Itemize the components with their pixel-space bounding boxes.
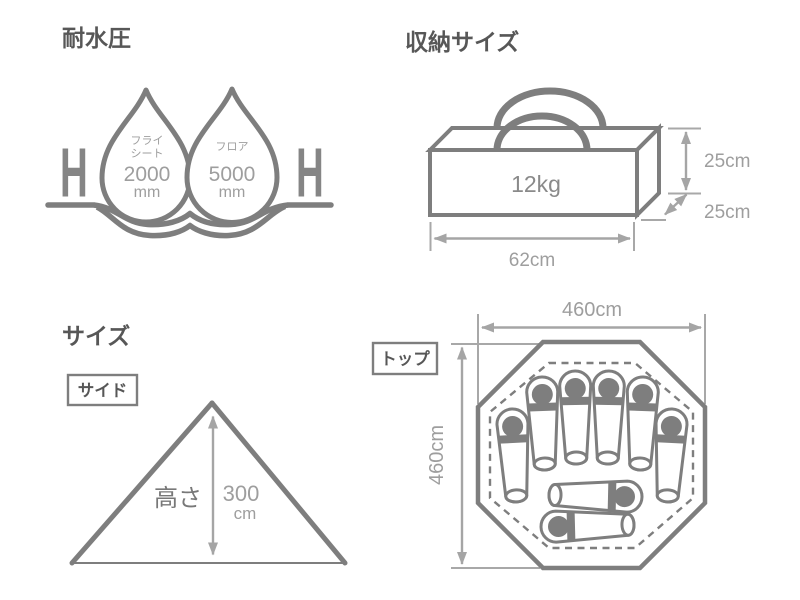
bag-handle-back	[493, 87, 607, 129]
surface-wave-lower	[95, 203, 287, 239]
bag-front-face	[428, 148, 639, 217]
sleeping-bag-fan-4	[590, 369, 626, 466]
bag-height-label: 25cm	[704, 151, 750, 172]
carry-bag-diagram: 12kg	[425, 87, 664, 220]
water-resistance-title: 耐水圧	[62, 25, 131, 51]
drop1-name-line2: シート	[131, 148, 164, 160]
dim-floor-width: 460cm	[477, 299, 706, 404]
side-view-tag: サイド	[78, 382, 128, 400]
side-view-tag-box	[66, 373, 139, 407]
h-marker-left: H	[60, 133, 88, 211]
sleeping-bag-fan-3	[558, 369, 594, 466]
drop-outline	[184, 86, 280, 225]
drop1-value: 2000	[124, 163, 171, 186]
h-marker-right: H	[296, 133, 324, 211]
tent-side-triangle	[69, 400, 348, 566]
water-drop-floor	[184, 86, 280, 225]
bag-top-face	[425, 126, 664, 152]
dim-bag-width: 62cm	[429, 222, 635, 271]
arrow	[664, 193, 688, 216]
triangle-left-side	[69, 400, 215, 566]
height-value: 300	[223, 481, 260, 506]
floor-height-label: 460cm	[426, 425, 448, 485]
dim-bag-height: 25cm	[668, 127, 750, 195]
drop2-unit: mm	[219, 184, 246, 201]
drop1-name-line1: フライ	[131, 135, 164, 147]
section-size-top: トップ 460cm 460cm	[371, 299, 708, 571]
dim-tent-height: 高さ 300 cm	[154, 415, 260, 556]
sleeping-bag-horizontal-upper	[547, 477, 644, 514]
storage-size-title: 収納サイズ	[405, 29, 519, 55]
tent-floor-plan	[475, 339, 708, 571]
drop2-name-line1: フロア	[216, 141, 249, 153]
triangle-right-side	[209, 400, 348, 566]
drop-outline	[99, 87, 193, 225]
bag-handle-front	[493, 112, 591, 151]
height-unit: cm	[234, 504, 257, 523]
sleeping-bag-horizontal-lower	[539, 507, 636, 544]
bag-weight-label: 12kg	[511, 171, 561, 197]
floor-width-label: 460cm	[562, 299, 622, 321]
drop2-value: 5000	[209, 163, 256, 186]
bag-width-label: 62cm	[509, 250, 555, 271]
section-size-side: サイズ サイド 高さ 300 cm	[62, 323, 348, 566]
top-view-tag: トップ	[380, 349, 430, 369]
water-surface-line	[45, 202, 334, 239]
section-storage-size: 収納サイズ 12kg 25cm 25cm	[405, 29, 750, 271]
height-caption: 高さ	[154, 485, 202, 512]
dim-floor-height: 460cm	[426, 343, 540, 569]
top-view-tag-box	[371, 341, 439, 376]
water-drop-flysheet	[99, 87, 193, 225]
size-title: サイズ	[62, 323, 130, 349]
bag-depth-label: 25cm	[704, 202, 750, 223]
drop1-unit: mm	[134, 184, 161, 201]
section-water-resistance: 耐水圧 フライ シート 2000 mm フロア 5000 mm H H	[45, 25, 334, 239]
dim-bag-depth: 25cm	[641, 193, 750, 223]
